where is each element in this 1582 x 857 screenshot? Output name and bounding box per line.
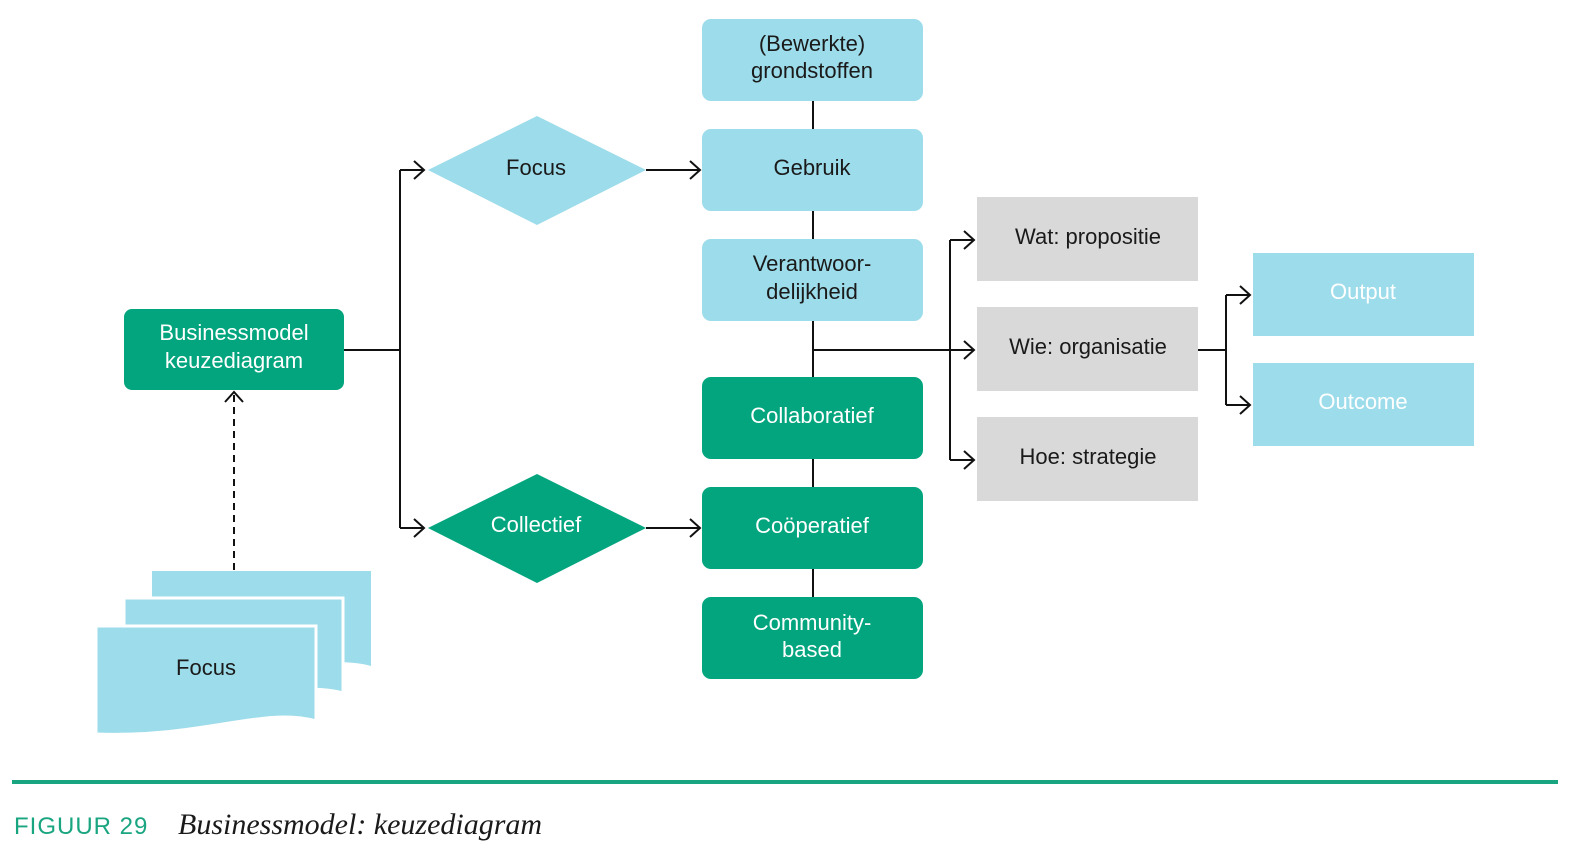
caption-title: Businessmodel: keuzediagram bbox=[178, 808, 542, 841]
businessmodel-box bbox=[124, 309, 344, 390]
hoe-strategie-label: Hoe: strategie bbox=[1020, 444, 1157, 469]
arrowhead-wie bbox=[963, 340, 976, 360]
community-label-line1: Community- bbox=[753, 610, 872, 635]
community-label-line2: based bbox=[782, 637, 842, 662]
wie-organisatie-box bbox=[977, 307, 1198, 391]
cooperatief-label: Coöperatief bbox=[755, 513, 870, 538]
arrowhead-focus bbox=[413, 160, 426, 180]
collectief-diamond-label: Collectief bbox=[491, 512, 582, 537]
focus-document-stack: Focus bbox=[94, 571, 371, 736]
collectief-diamond bbox=[428, 474, 646, 583]
focus-diamond bbox=[428, 116, 646, 225]
verantwoordelijkheid-box bbox=[702, 239, 923, 321]
arrowhead-cooperatief bbox=[689, 518, 702, 538]
caption-figure-label: FIGUUR 29 bbox=[14, 813, 148, 840]
arrowhead-outcome bbox=[1239, 395, 1252, 415]
cooperatief-box bbox=[702, 487, 923, 569]
gebruik-label: Gebruik bbox=[773, 155, 851, 180]
arrowhead-output bbox=[1239, 285, 1252, 305]
arrowhead-businessmodel bbox=[224, 390, 244, 403]
wat-propositie-label: Wat: propositie bbox=[1015, 224, 1161, 249]
wat-propositie-box bbox=[977, 197, 1198, 281]
collaboratief-label: Collaboratief bbox=[750, 403, 874, 428]
bewerkte-label-line2: grondstoffen bbox=[751, 58, 873, 83]
community-based-box bbox=[702, 597, 923, 679]
businessmodel-label-line2: keuzediagram bbox=[165, 348, 303, 373]
verantwoordelijkheid-label-line1: Verantwoor- bbox=[753, 251, 872, 276]
arrowhead-hoe bbox=[963, 450, 976, 470]
gebruik-box bbox=[702, 129, 923, 211]
output-box bbox=[1253, 253, 1474, 336]
verantwoordelijkheid-label-line2: delijkheid bbox=[766, 279, 858, 304]
arrowhead-wat bbox=[963, 230, 976, 250]
arrowhead-gebruik bbox=[689, 160, 702, 180]
arrowhead-collectief bbox=[413, 518, 426, 538]
document-front bbox=[94, 624, 318, 736]
wie-organisatie-label: Wie: organisatie bbox=[1009, 334, 1167, 359]
bewerkte-grondstoffen-box bbox=[702, 19, 923, 101]
caption-rule bbox=[12, 780, 1558, 784]
output-label: Output bbox=[1330, 279, 1396, 304]
focus-document-label: Focus bbox=[176, 655, 236, 680]
outcome-label: Outcome bbox=[1318, 389, 1407, 414]
collaboratief-box bbox=[702, 377, 923, 459]
focus-diamond-label: Focus bbox=[506, 155, 566, 180]
businessmodel-label-line1: Businessmodel bbox=[159, 320, 308, 345]
outcome-box bbox=[1253, 363, 1474, 446]
hoe-strategie-box bbox=[977, 417, 1198, 501]
bewerkte-label-line1: (Bewerkte) bbox=[759, 31, 865, 56]
